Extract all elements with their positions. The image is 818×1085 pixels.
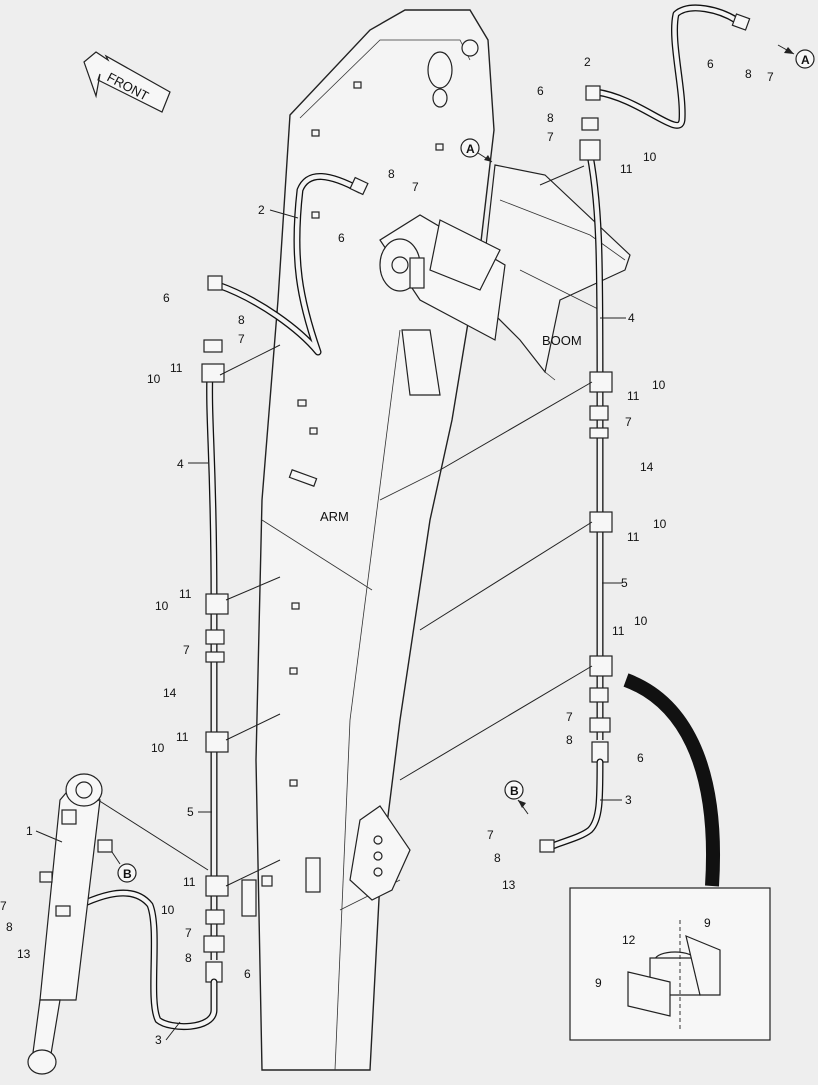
part-label: 7 [566,710,573,724]
part-label: 11 [176,730,189,744]
part-label: 7 [185,926,192,940]
part-label: 11 [627,389,640,403]
part-label: 10 [634,614,648,628]
part-label: 7 [487,828,494,842]
part-label: 4 [177,457,184,471]
part-label: 6 [338,231,345,245]
part-label: 8 [388,167,395,181]
svg-text:B: B [123,867,132,881]
part-label: 7 [767,70,774,84]
part-label: 11 [612,624,625,638]
callout-a-top: A [777,44,815,69]
part-label: 10 [652,378,666,392]
part-label: 9 [595,976,602,990]
part-label: 11 [627,530,640,544]
part-label: 8 [238,313,245,327]
part-label: 5 [621,576,628,590]
callout-b-right: B [504,780,529,815]
part-label: 6 [244,967,251,981]
boom-structure: BOOM [379,164,631,396]
part-label: 8 [185,951,192,965]
part-label: 3 [155,1033,162,1047]
part-label: 14 [640,460,654,474]
callout-b-left: B [111,851,137,883]
part-label: 10 [161,903,175,917]
part-label: 10 [643,150,657,164]
pipe-right [579,117,613,763]
part-label: 6 [537,84,544,98]
part-label: 2 [258,203,265,217]
hose-lower-right [539,758,604,853]
part-label: 6 [707,57,714,71]
part-label: 11 [620,162,633,176]
pipe-left [201,339,229,983]
callout-a-boom: A [460,138,493,163]
part-label: 10 [155,599,169,613]
part-label: 7 [238,332,245,346]
part-label: 8 [547,111,554,125]
part-label: 8 [566,733,573,747]
part-number-labels: 2 8 7 6 6 8 7 11 10 4 11 10 7 14 11 10 5… [0,55,774,1047]
front-direction-arrow: FRONT [83,51,171,113]
part-label: 7 [0,899,7,913]
part-label: 12 [622,933,636,947]
arm-structure: ARM [241,9,495,1071]
part-label: 11 [183,875,196,889]
arm-cylinder [27,773,113,1075]
part-label: 8 [745,67,752,81]
part-label: 7 [412,180,419,194]
part-label: 8 [6,920,13,934]
part-label: 2 [584,55,591,69]
part-label: 13 [17,947,31,961]
part-label: 7 [625,415,632,429]
part-label: 4 [628,311,635,325]
arm-beam [255,9,495,1071]
part-label: 8 [494,851,501,865]
part-label: 14 [163,686,177,700]
part-label: 5 [187,805,194,819]
part-label: 10 [147,372,161,386]
part-label: 1 [26,824,33,838]
leader-lines [35,165,626,1041]
part-label: 3 [625,793,632,807]
hose-upper-right [585,4,751,129]
hose-upper-left [207,173,369,356]
part-label: 9 [704,916,711,930]
boom-label: BOOM [542,333,582,348]
arm-label: ARM [320,509,349,524]
svg-text:A: A [466,142,475,156]
part-label: 11 [170,361,183,375]
part-label: 13 [502,878,516,892]
part-label: 10 [151,741,165,755]
svg-text:B: B [510,784,519,798]
clamp-detail-inset [569,673,771,1041]
part-label: 7 [547,130,554,144]
svg-text:A: A [801,53,810,67]
part-label: 6 [637,751,644,765]
part-label: 11 [179,587,192,601]
part-label: 6 [163,291,170,305]
hose-lower-left [62,889,218,1031]
part-label: 7 [183,643,190,657]
part-label: 10 [653,517,667,531]
